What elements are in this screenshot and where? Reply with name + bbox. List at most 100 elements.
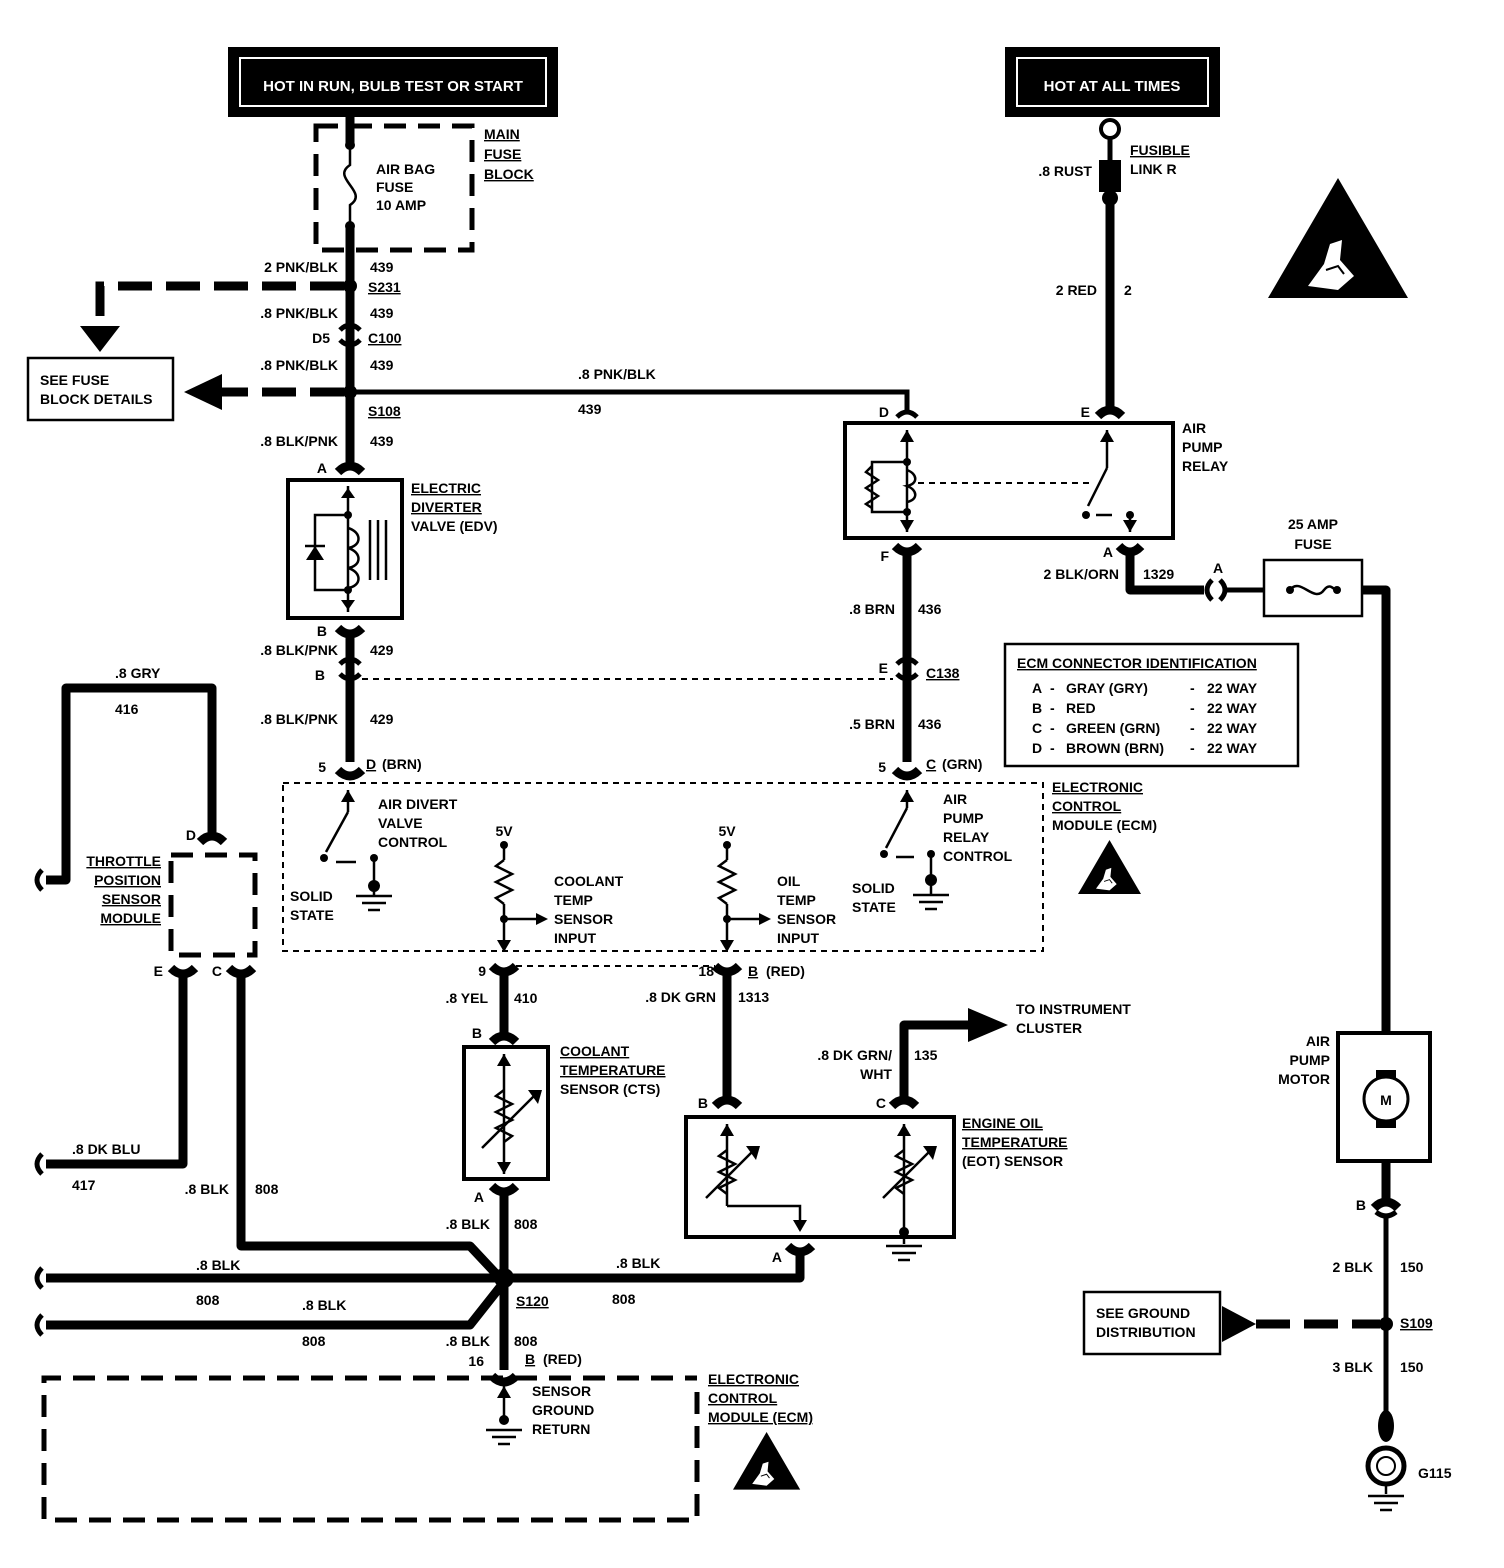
svg-text:-: - (1190, 700, 1195, 716)
svg-text:22 WAY: 22 WAY (1207, 700, 1258, 716)
svg-text:ENGINE OIL: ENGINE OIL (962, 1115, 1043, 1131)
fuse-icon (343, 145, 357, 226)
svg-text:439: 439 (578, 401, 602, 417)
svg-text:436: 436 (918, 601, 942, 617)
svg-text:BROWN (BRN): BROWN (BRN) (1066, 740, 1164, 756)
svg-text:2 PNK/BLK: 2 PNK/BLK (264, 259, 338, 275)
connector-c100 (338, 322, 362, 348)
svg-text:5: 5 (878, 759, 886, 775)
svg-text:22 WAY: 22 WAY (1207, 720, 1258, 736)
svg-text:10 AMP: 10 AMP (376, 197, 426, 213)
svg-text:MODULE (ECM): MODULE (ECM) (708, 1409, 813, 1425)
svg-text:D: D (1032, 740, 1042, 756)
ecm-connector-table: ECM CONNECTOR IDENTIFICATION A - GRAY (G… (1003, 642, 1300, 768)
diode-icon (306, 546, 324, 560)
svg-text:B: B (1032, 700, 1042, 716)
svg-text:.5 BRN: .5 BRN (849, 716, 895, 732)
svg-text:A: A (772, 1249, 782, 1265)
svg-text:S120: S120 (516, 1293, 549, 1309)
fusible-link-r (1094, 118, 1126, 420)
svg-text:MOTOR: MOTOR (1278, 1071, 1330, 1087)
svg-text:D: D (186, 827, 196, 843)
svg-text:.8 GRY: .8 GRY (115, 665, 161, 681)
svg-text:TEMPERATURE: TEMPERATURE (560, 1062, 666, 1078)
svg-text:LINK R: LINK R (1130, 161, 1177, 177)
svg-text:.8 DK GRN/: .8 DK GRN/ (817, 1047, 892, 1063)
svg-text:SOLID: SOLID (852, 880, 895, 896)
svg-text:SEE GROUND: SEE GROUND (1096, 1305, 1190, 1321)
wire-fuse-to-motor (1362, 585, 1391, 1033)
svg-text:22 WAY: 22 WAY (1207, 680, 1258, 696)
svg-text:.8 BLK: .8 BLK (616, 1255, 660, 1271)
svg-text:C: C (212, 963, 222, 979)
thermistor-icon (493, 1089, 515, 1143)
svg-text:A: A (1103, 544, 1113, 560)
svg-text:2 BLK: 2 BLK (1333, 1259, 1373, 1275)
svg-text:.8 PNK/BLK: .8 PNK/BLK (578, 366, 656, 382)
svg-text:.8 BLK/PNK: .8 BLK/PNK (260, 433, 338, 449)
svg-text:VALVE: VALVE (378, 815, 423, 831)
svg-text:ECM CONNECTOR IDENTIFICATION: ECM CONNECTOR IDENTIFICATION (1017, 655, 1257, 671)
svg-text:D5: D5 (312, 330, 330, 346)
svg-text:.8 BLK: .8 BLK (185, 1181, 229, 1197)
svg-text:A: A (317, 460, 327, 476)
wire-1329 (1115, 542, 1264, 602)
svg-text:TEMP: TEMP (777, 892, 816, 908)
svg-text:1329: 1329 (1143, 566, 1174, 582)
svg-text:E: E (1081, 404, 1090, 420)
svg-text:.8 BLK/PNK: .8 BLK/PNK (260, 711, 338, 727)
svg-text:808: 808 (302, 1333, 326, 1349)
see-fuse-block-details: SEE FUSE BLOCK DETAILS (26, 356, 175, 422)
wire-808-eot (504, 1242, 816, 1283)
svg-text:B: B (472, 1025, 482, 1041)
resistor-icon (716, 859, 738, 905)
svg-text:HOT IN RUN, BULB TEST OR START: HOT IN RUN, BULB TEST OR START (263, 78, 523, 95)
svg-text:RETURN: RETURN (532, 1421, 590, 1437)
svg-text:439: 439 (370, 357, 394, 373)
svg-text:OIL: OIL (777, 873, 801, 889)
svg-text:FUSIBLE: FUSIBLE (1130, 142, 1190, 158)
svg-text:808: 808 (514, 1333, 538, 1349)
svg-text:RELAY: RELAY (1182, 458, 1229, 474)
svg-text:S109: S109 (1400, 1315, 1433, 1331)
motor-icon (1362, 1075, 1410, 1123)
engine-oil-temperature-sensor: ENGINE OIL TEMPERATURE (EOT) SENSOR (684, 1115, 1068, 1262)
svg-text:ELECTRONIC: ELECTRONIC (708, 1371, 799, 1387)
svg-text:C100: C100 (368, 330, 402, 346)
svg-text:.8 BLK: .8 BLK (446, 1216, 490, 1232)
svg-text:TO INSTRUMENT: TO INSTRUMENT (1016, 1001, 1131, 1017)
svg-text:9: 9 (478, 963, 486, 979)
svg-text:SENSOR: SENSOR (102, 891, 161, 907)
svg-text:-: - (1190, 680, 1195, 696)
svg-text:1313: 1313 (738, 989, 769, 1005)
svg-text:CONTROL: CONTROL (1052, 798, 1122, 814)
svg-text:5V: 5V (495, 823, 513, 839)
wire-417 (34, 974, 188, 1176)
svg-text:INPUT: INPUT (554, 930, 596, 946)
svg-text:(EOT) SENSOR: (EOT) SENSOR (962, 1153, 1063, 1169)
svg-text:TEMP: TEMP (554, 892, 593, 908)
svg-text:GROUND: GROUND (532, 1402, 594, 1418)
air-pump-relay (843, 421, 1175, 540)
esd-warning-icon (732, 1431, 801, 1491)
svg-text:C: C (1032, 720, 1042, 736)
wire-150 (1365, 1161, 1407, 1512)
svg-text:PUMP: PUMP (1182, 439, 1222, 455)
svg-text:C: C (926, 756, 936, 772)
svg-text:S108: S108 (368, 403, 401, 419)
svg-text:BLOCK: BLOCK (484, 166, 534, 182)
svg-text:150: 150 (1400, 1359, 1424, 1375)
svg-text:AIR DIVERT: AIR DIVERT (378, 796, 458, 812)
svg-text:B: B (698, 1095, 708, 1111)
svg-text:A: A (1213, 560, 1223, 576)
svg-text:SEE FUSE: SEE FUSE (40, 372, 109, 388)
svg-text:ELECTRONIC: ELECTRONIC (1052, 779, 1143, 795)
svg-text:SENSOR: SENSOR (777, 911, 836, 927)
svg-text:AIR: AIR (1306, 1033, 1330, 1049)
esd-warning-icon (1077, 839, 1142, 895)
svg-text:.8 PNK/BLK: .8 PNK/BLK (260, 305, 338, 321)
header-hot-in-run: HOT IN RUN, BULB TEST OR START (228, 47, 558, 117)
svg-text:417: 417 (72, 1177, 96, 1193)
svg-text:E: E (154, 963, 163, 979)
svg-text:150: 150 (1400, 1259, 1424, 1275)
